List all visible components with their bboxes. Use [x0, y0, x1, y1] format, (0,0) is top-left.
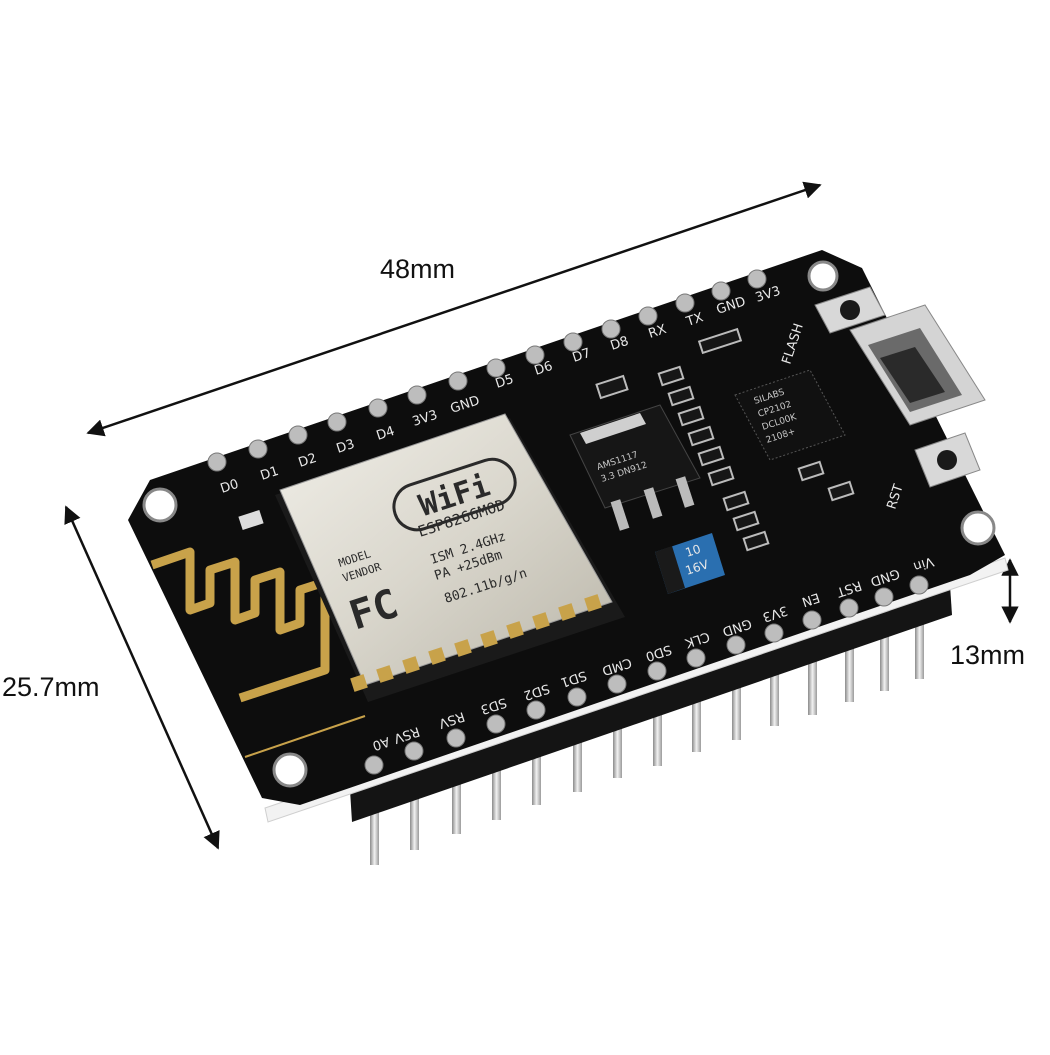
bottom-header-pins	[370, 609, 924, 865]
smd-components	[657, 327, 855, 552]
bottom-pin-pads	[364, 575, 929, 775]
width-dimension-label: 25.7mm	[2, 672, 100, 702]
usb-serial-chip: SILABS CP2102 DCL00K 2108+	[734, 369, 846, 461]
status-led	[238, 509, 264, 531]
dim-length-arrow	[86, 181, 822, 437]
flash-button[interactable]	[814, 286, 886, 334]
pin-label-vin: Vin	[911, 553, 935, 574]
pin-label-d1: D1	[259, 464, 281, 484]
antenna-gap	[244, 715, 366, 758]
reset-button-label: RST	[885, 483, 907, 512]
pin-label-3v3-bottom: 3V3	[761, 602, 790, 624]
bottom-header-strip	[350, 585, 952, 822]
pin-label-tx: TX	[684, 310, 706, 330]
micro-usb-port	[849, 304, 986, 426]
wifi-logo	[392, 457, 517, 532]
pin-label-a0: A0	[370, 733, 391, 753]
top-pin-labels: D0 D1 D2 D3 D4 3V3 GND D5 D6 D7 D8 RX TX…	[219, 284, 783, 497]
pin-label-3v3-top: 3V3	[411, 408, 440, 430]
pin-label-rx: RX	[647, 322, 669, 342]
capacitor-line1: 10	[684, 542, 703, 560]
pin-label-d2: D2	[297, 451, 319, 471]
height-dimension-label: 13mm	[950, 640, 1026, 670]
pin-label-3v3-top2: 3V3	[754, 284, 783, 306]
smd-diode	[595, 374, 629, 400]
length-dimension-label: 48mm	[380, 254, 456, 284]
reset-button[interactable]	[914, 432, 981, 488]
pin-label-d6: D6	[533, 359, 555, 379]
pin-label-rst: RST	[835, 577, 864, 599]
pin-label-d4: D4	[375, 424, 397, 444]
pin-label-d0: D0	[219, 477, 241, 497]
capacitor: 10 16V	[655, 533, 725, 594]
pin-label-d5: D5	[494, 372, 516, 392]
wifi-module: WiFi MODEL VENDOR ESP8266MOD ISM 2.4GHz …	[275, 413, 625, 702]
wifi-shield	[279, 413, 613, 686]
pin-label-d8: D8	[609, 334, 631, 354]
module-gold-pads	[350, 594, 602, 692]
dim-width-arrow	[64, 505, 220, 850]
mounting-holes	[142, 260, 996, 788]
voltage-regulator: AMS1117 3.3 DN912	[569, 404, 701, 531]
antenna-trace	[150, 547, 330, 703]
pin-label-en: EN	[800, 589, 822, 609]
pin-label-d3: D3	[335, 437, 357, 457]
pin-label-d7: D7	[571, 346, 593, 366]
pin-label-clk: CLK	[683, 628, 712, 650]
top-header-pins	[207, 269, 767, 472]
